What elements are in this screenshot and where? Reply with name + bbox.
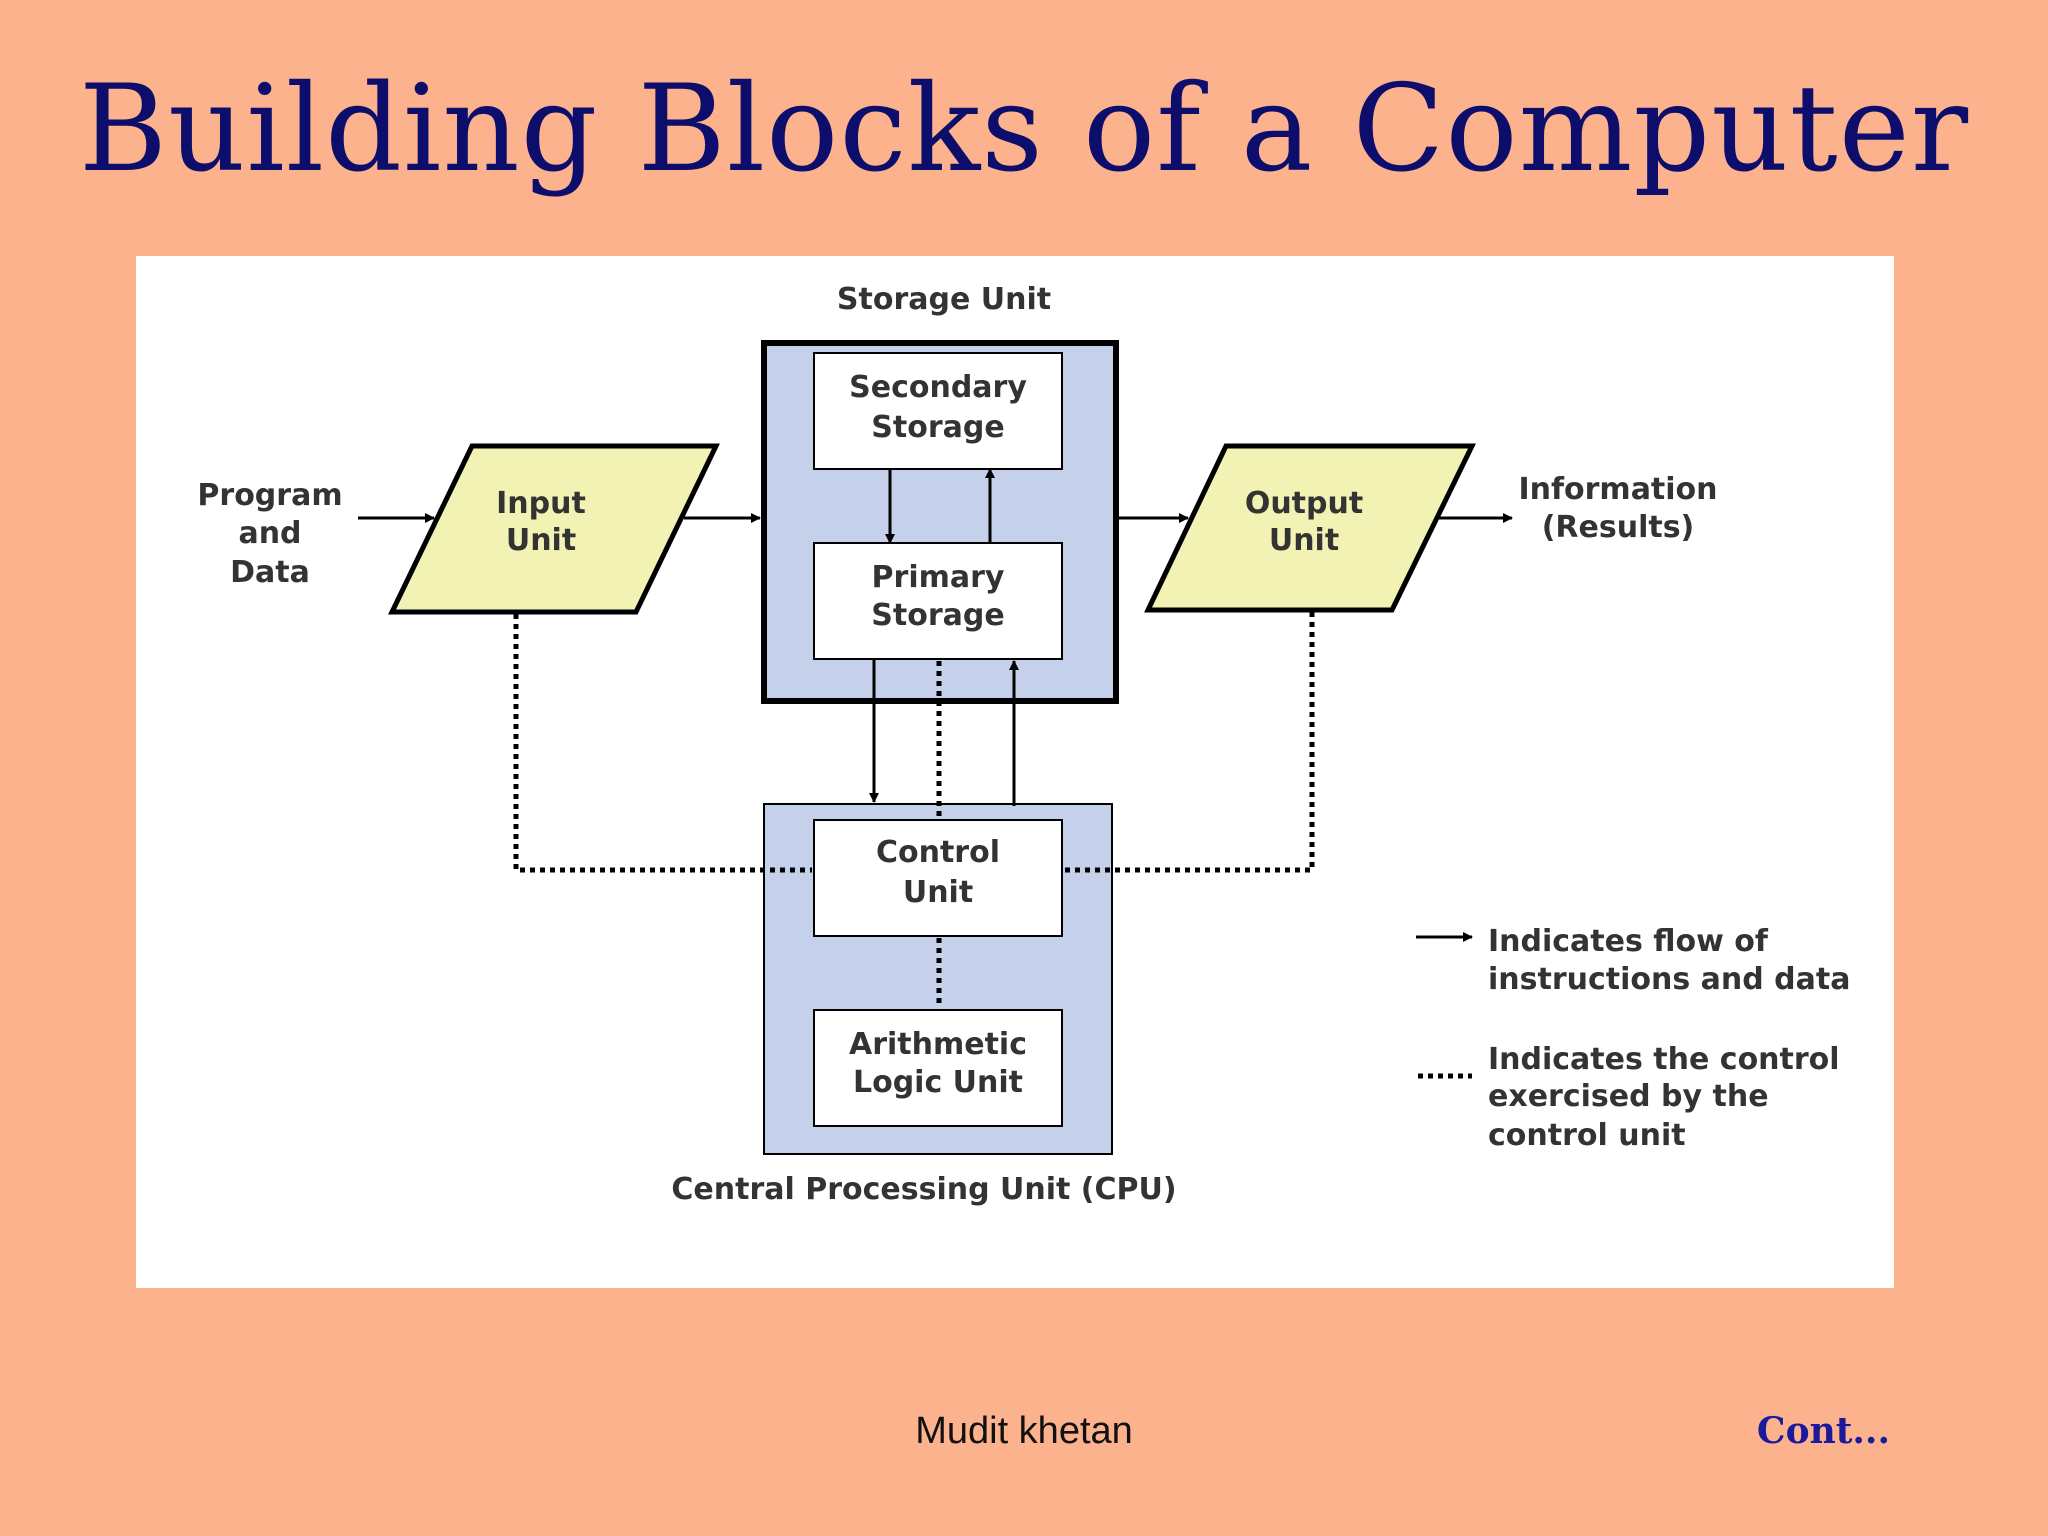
legend-flow-label-2: instructions and data	[1488, 962, 1851, 997]
program-data-label-1: Program	[197, 478, 342, 513]
legend-control-label-3: control unit	[1488, 1118, 1686, 1153]
information-label-1: Information	[1518, 472, 1717, 507]
alu-box	[813, 1009, 1063, 1127]
program-data-label-2: and	[238, 516, 301, 551]
alu-label-2: Logic Unit	[853, 1065, 1023, 1100]
diagram-panel: Storage Unit Secondary Storage Primary S…	[136, 256, 1894, 1288]
control-unit-label-2: Unit	[903, 875, 973, 910]
control-dotted-output	[1064, 612, 1315, 873]
input-unit-label-2: Unit	[506, 523, 576, 558]
secondary-storage-label-2: Storage	[871, 410, 1004, 445]
footer-author: Mudit khetan	[915, 1410, 1133, 1452]
primary-storage-box	[813, 542, 1063, 660]
cpu-label: Central Processing Unit (CPU)	[671, 1172, 1176, 1207]
output-unit-label-2: Unit	[1269, 523, 1339, 558]
computer-block-diagram: Storage Unit Secondary Storage Primary S…	[197, 282, 1851, 1207]
control-unit-label-1: Control	[876, 835, 1000, 870]
legend-flow-label-1: Indicates flow of	[1488, 924, 1769, 959]
slide-title: Building Blocks of a Computer	[78, 60, 1970, 199]
legend-control-label-2: exercised by the	[1488, 1079, 1769, 1114]
secondary-storage-label-1: Secondary	[849, 370, 1027, 405]
program-data-label-3: Data	[230, 555, 310, 590]
input-unit-parallelogram	[388, 443, 720, 615]
output-unit-parallelogram	[1144, 443, 1477, 613]
secondary-storage-box	[813, 352, 1063, 470]
storage-unit-label: Storage Unit	[837, 282, 1051, 317]
alu-label-1: Arithmetic	[849, 1027, 1027, 1062]
continue-link[interactable]: Cont...	[1756, 1410, 1890, 1452]
information-label-2: (Results)	[1542, 510, 1695, 545]
primary-storage-label-1: Primary	[872, 560, 1005, 595]
output-unit-label-1: Output	[1245, 486, 1363, 521]
control-dotted-input	[513, 614, 812, 873]
input-unit-label-1: Input	[496, 486, 586, 521]
legend-control-label-1: Indicates the control	[1488, 1042, 1840, 1077]
control-unit-box	[813, 819, 1063, 937]
primary-storage-label-2: Storage	[871, 598, 1004, 633]
